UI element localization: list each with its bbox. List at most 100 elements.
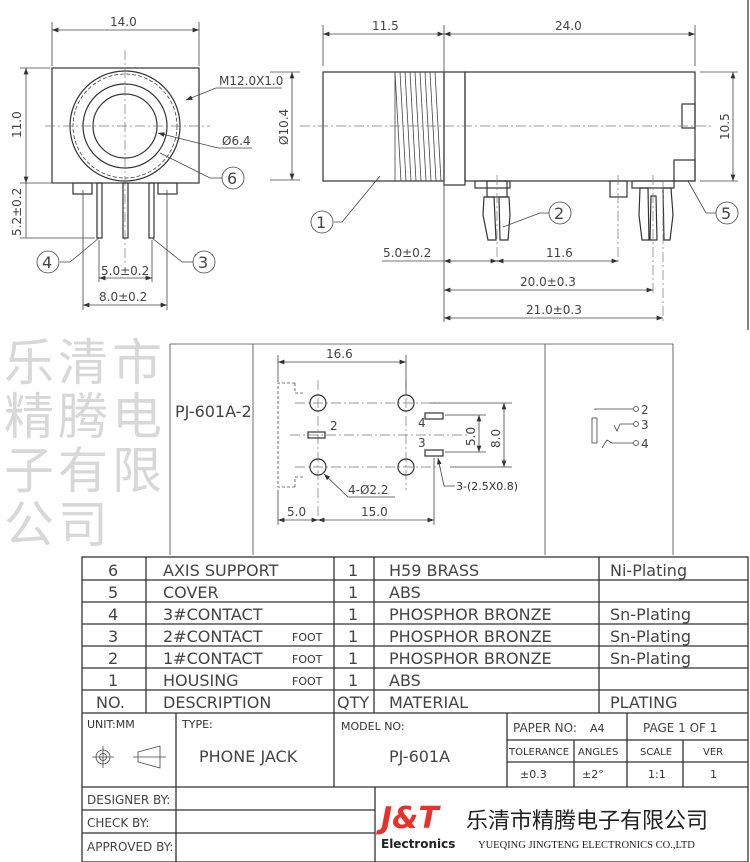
- bom-description: 1#CONTACT: [163, 649, 263, 668]
- bom-row: 1 HOUSING FOOT 1 ABS: [108, 671, 421, 690]
- schematic-pin-4: 4: [641, 437, 649, 451]
- callout-4: 4: [42, 253, 52, 272]
- header-description: DESCRIPTION: [163, 693, 271, 712]
- bom-description: 2#CONTACT: [163, 627, 263, 646]
- pcb-layout: PJ-601A-2 2 4 3 16.6 8.0 5.0 5.0 15.0 4-…: [169, 343, 674, 555]
- header-plating: PLATING: [610, 693, 678, 712]
- logo-subtext: Electronics: [381, 837, 455, 851]
- bom-row: 5 COVER 1 ABS: [108, 583, 421, 602]
- bom-plating: Ni-Plating: [610, 561, 687, 580]
- paper-value: A4: [590, 722, 605, 735]
- bom-qty: 1: [348, 671, 358, 690]
- dim-d4: 21.0±0.3: [526, 303, 582, 317]
- dim-d1: 5.0±0.2: [383, 246, 431, 260]
- pin-label-2: 2: [330, 419, 338, 433]
- tolerance-value: ±0.3: [520, 768, 547, 781]
- bom-qty: 1: [348, 605, 358, 624]
- tolerance-label: TOLERANCE: [508, 747, 569, 758]
- type-label: TYPE:: [181, 718, 213, 731]
- ver-label: VER: [703, 747, 723, 758]
- bom-qty: 1: [348, 561, 358, 580]
- bom-plating: Sn-Plating: [610, 605, 691, 624]
- ver-value: 1: [710, 768, 717, 781]
- bom-row: 3 2#CONTACT FOOT 1 PHOSPHOR BRONZE Sn-Pl…: [108, 627, 691, 646]
- angles-value: ±2°: [582, 768, 604, 781]
- check-label: CHECK BY:: [87, 816, 149, 830]
- dim-hole-pitch: 15.0: [361, 505, 388, 519]
- page-number: PAGE 1 OF 1: [643, 721, 717, 735]
- callout-5: 5: [721, 204, 731, 223]
- header-qty: QTY: [337, 693, 369, 712]
- paper-label: PAPER NO:: [513, 721, 577, 735]
- dim-pin-length: 5.2±0.2: [10, 188, 24, 236]
- watermark: 乐清市精腾电子有限公司: [4, 334, 166, 554]
- callout-1: 1: [316, 213, 326, 232]
- dim-width: 16.6: [326, 347, 353, 361]
- callout-6: 6: [227, 169, 237, 188]
- bom-header: NO. DESCRIPTION QTY MATERIAL PLATING: [96, 693, 678, 712]
- bom-row: 2 1#CONTACT FOOT 1 PHOSPHOR BRONZE Sn-Pl…: [108, 649, 691, 668]
- bom-no: 5: [108, 583, 118, 602]
- dim-height: 10.5: [718, 113, 732, 140]
- holes-spec: 4-Ø2.2: [348, 483, 389, 497]
- bom-material: ABS: [389, 671, 421, 690]
- bom-plating: Sn-Plating: [610, 649, 691, 668]
- bom-description: 3#CONTACT: [163, 605, 263, 624]
- company-logo: J&T Electronics: [376, 801, 455, 851]
- dim-pitch-inner: 5.0±0.2: [101, 264, 149, 278]
- dim-slot-gap: 5.0: [464, 427, 478, 446]
- bom-material: PHOSPHOR BRONZE: [389, 627, 552, 646]
- callout-3: 3: [198, 253, 208, 272]
- bom-description: HOUSING: [163, 671, 239, 690]
- bom-material: ABS: [389, 583, 421, 602]
- dim-d2: 11.6: [546, 246, 573, 260]
- pin-label-3: 3: [418, 436, 426, 450]
- angles-label: ANGLES: [578, 747, 618, 758]
- company-name-cn: 乐清市精腾电子有限公司: [466, 809, 708, 834]
- bom-qty: 1: [348, 583, 358, 602]
- dim-pitch-outer: 8.0±0.2: [99, 290, 147, 304]
- type-value: PHONE JACK: [199, 747, 298, 766]
- bom-row: 6 AXIS SUPPORT 1 H59 BRASS Ni-Plating: [108, 561, 687, 580]
- scale-value: 1:1: [648, 768, 666, 781]
- company-name-en: YUEQING JINGTENG ELECTRONICS CO.,LTD: [478, 840, 695, 851]
- dim-body-length: 24.0: [555, 19, 582, 33]
- slots-spec: 3-(2.5X0.8): [456, 480, 518, 493]
- dim-bore: Ø6.4: [222, 134, 251, 148]
- bom-no: 1: [108, 671, 118, 690]
- dim-d3: 20.0±0.3: [520, 275, 576, 289]
- header-material: MATERIAL: [389, 693, 468, 712]
- bom-qty: 1: [348, 627, 358, 646]
- scale-label: SCALE: [640, 747, 672, 758]
- projection-symbol-icon: [92, 745, 166, 769]
- bom-plating: Sn-Plating: [610, 627, 691, 646]
- bom-qty: 1: [348, 649, 358, 668]
- dim-offset: 5.0: [287, 505, 306, 519]
- bom-overlay-text: FOOT: [292, 631, 323, 644]
- bom-description: AXIS SUPPORT: [163, 561, 279, 580]
- model-value: PJ-601A: [389, 747, 450, 766]
- bom-no: 3: [108, 627, 118, 646]
- bom-no: 2: [108, 649, 118, 668]
- bom-no: 4: [108, 605, 118, 624]
- dim-thread: M12.0X1.0: [219, 74, 283, 88]
- dim-outer-dia: Ø10.4: [277, 109, 291, 145]
- dim-width: 14.0: [110, 15, 137, 29]
- bom-overlay-text: FOOT: [292, 675, 323, 688]
- title-block: UNIT:MM TYPE: PHONE JACK MODEL NO: PJ-60…: [82, 713, 748, 862]
- callout-2: 2: [554, 204, 564, 223]
- bom-material: PHOSPHOR BRONZE: [389, 605, 552, 624]
- logo-text: J&T: [376, 801, 441, 836]
- bom-material: PHOSPHOR BRONZE: [389, 649, 552, 668]
- pcb-model-label: PJ-601A-2: [175, 402, 252, 421]
- unit-label: UNIT:MM: [87, 718, 135, 731]
- bom-description: COVER: [163, 583, 219, 602]
- schematic-pin-3: 3: [641, 418, 649, 432]
- bom-table: 6 AXIS SUPPORT 1 H59 BRASS Ni-Plating 5 …: [81, 556, 749, 862]
- jack-schematic: 2 3 4: [591, 403, 649, 451]
- dim-height: 11.0: [10, 111, 24, 138]
- approved-label: APPROVED BY:: [87, 840, 173, 854]
- dim-span: 8.0: [489, 429, 503, 448]
- bom-no: 6: [108, 561, 118, 580]
